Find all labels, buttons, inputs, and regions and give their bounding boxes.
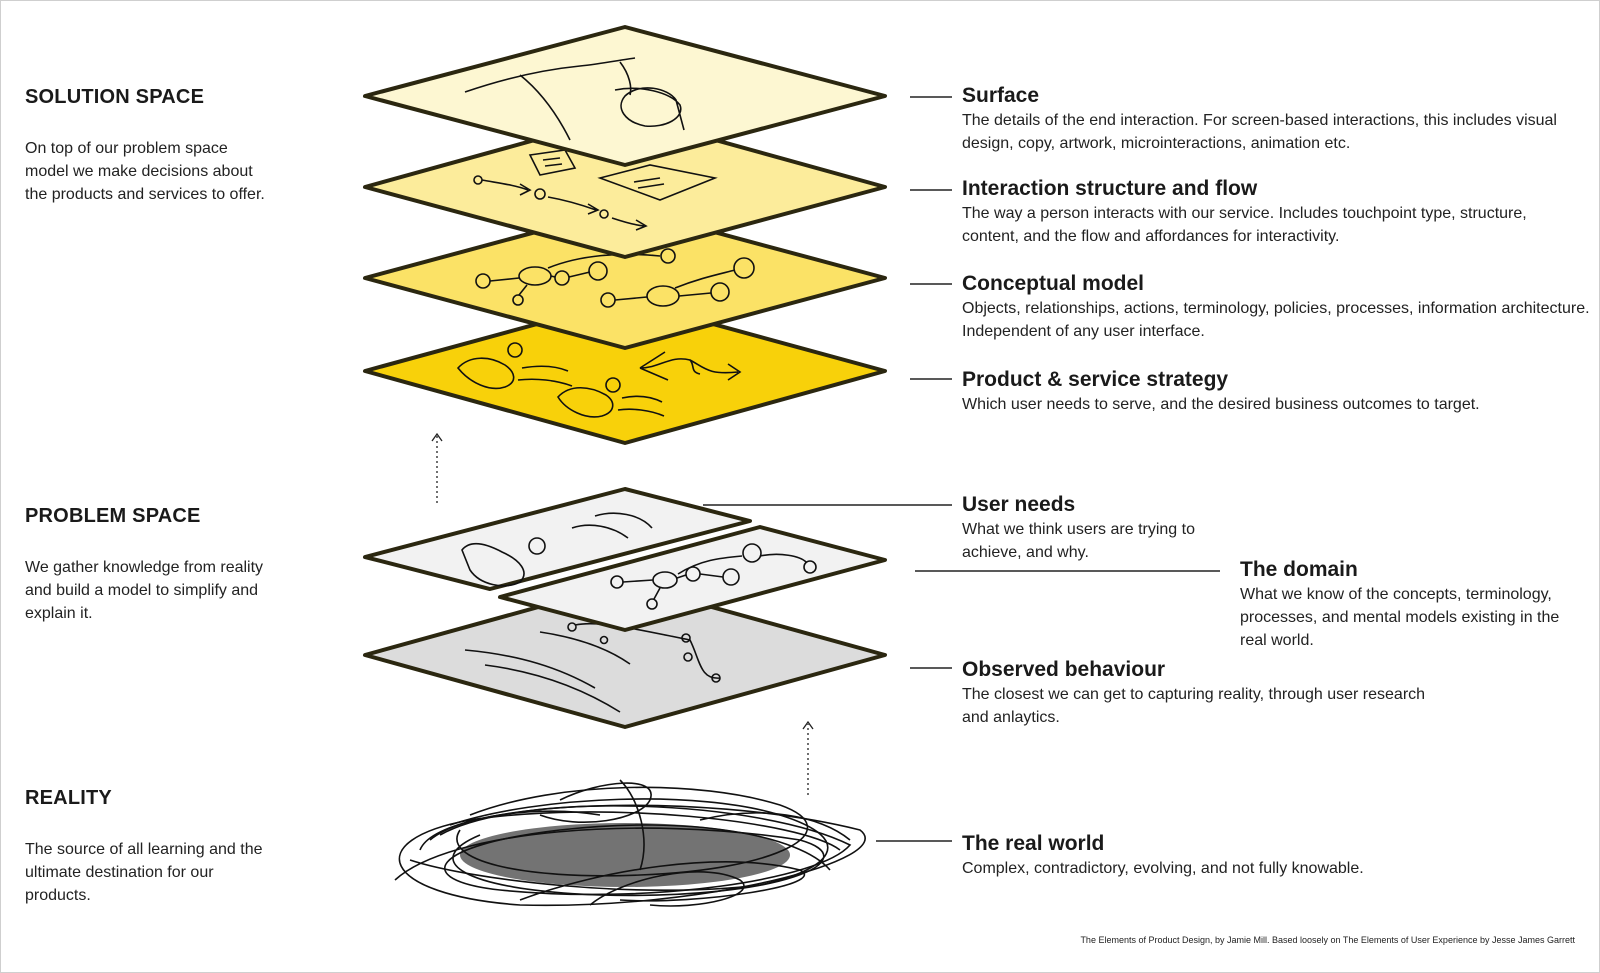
observed-body: The closest we can get to capturing real… [962, 683, 1452, 729]
arrow-problem-to-solution [432, 434, 442, 503]
domain-title: The domain [1240, 557, 1560, 583]
problem-space-body: We gather knowledge from reality and bui… [25, 556, 275, 625]
solution-space-title: SOLUTION SPACE [25, 86, 275, 109]
solution-space-section: SOLUTION SPACE On top of our problem spa… [25, 86, 275, 206]
conceptual-label: Conceptual model Objects, relationships,… [962, 271, 1592, 343]
domain-label: The domain What we know of the concepts,… [1240, 557, 1560, 652]
surface-body: The details of the end interaction. For … [962, 109, 1572, 155]
problem-space-section: PROBLEM SPACE We gather knowledge from r… [25, 505, 275, 625]
reality-section: REALITY The source of all learning and t… [25, 787, 275, 907]
reality-title: REALITY [25, 787, 275, 810]
observed-title: Observed behaviour [962, 657, 1452, 683]
real-world-label: The real world Complex, contradictory, e… [962, 831, 1522, 880]
reality-body: The source of all learning and the ultim… [25, 838, 275, 907]
user-needs-body: What we think users are trying to achiev… [962, 518, 1202, 564]
conceptual-body: Objects, relationships, actions, termino… [962, 297, 1592, 343]
real-world-scribble [395, 780, 865, 906]
real-world-body: Complex, contradictory, evolving, and no… [962, 857, 1522, 880]
strategy-label: Product & service strategy Which user ne… [962, 367, 1582, 416]
real-world-title: The real world [962, 831, 1522, 857]
strategy-title: Product & service strategy [962, 367, 1582, 393]
user-needs-title: User needs [962, 492, 1202, 518]
domain-body: What we know of the concepts, terminolog… [1240, 583, 1560, 652]
surface-label: Surface The details of the end interacti… [962, 83, 1572, 155]
strategy-body: Which user needs to serve, and the desir… [962, 393, 1582, 416]
observed-label: Observed behaviour The closest we can ge… [962, 657, 1452, 729]
problem-space-title: PROBLEM SPACE [25, 505, 275, 528]
arrow-reality-to-problem [803, 722, 813, 795]
interaction-body: The way a person interacts with our serv… [962, 202, 1572, 248]
conceptual-title: Conceptual model [962, 271, 1592, 297]
credit-line: The Elements of Product Design, by Jamie… [1080, 935, 1575, 945]
surface-plane [365, 27, 885, 165]
surface-title: Surface [962, 83, 1572, 109]
user-needs-label: User needs What we think users are tryin… [962, 492, 1202, 564]
interaction-title: Interaction structure and flow [962, 176, 1572, 202]
interaction-label: Interaction structure and flow The way a… [962, 176, 1572, 248]
solution-space-body: On top of our problem space model we mak… [25, 137, 275, 206]
